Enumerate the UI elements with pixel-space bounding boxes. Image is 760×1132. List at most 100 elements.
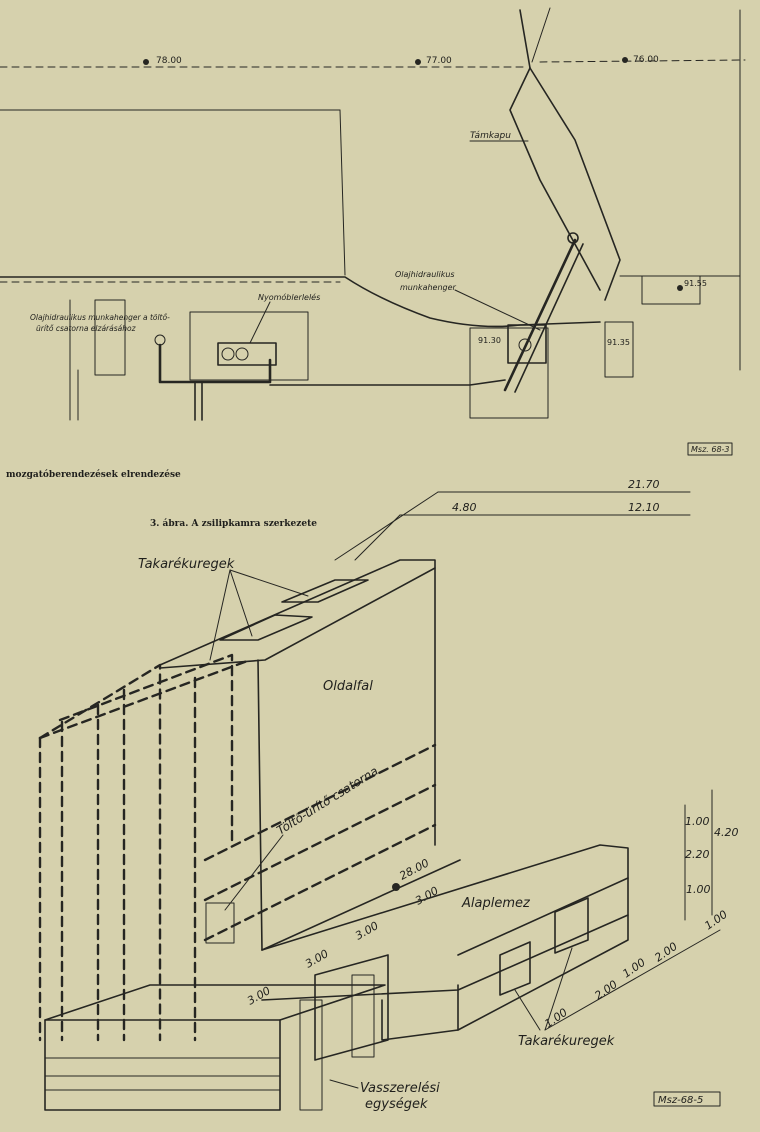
elev-2800: 28.00	[397, 856, 431, 882]
leader-vasszereles	[329, 1079, 359, 1089]
rebar-band-2	[44, 1089, 281, 1111]
base-slab-edge	[457, 877, 629, 956]
elev-right: 91.55	[684, 279, 707, 288]
hydraulic-cylinder-rod	[514, 243, 584, 393]
leader-takarek-b1	[514, 989, 541, 1031]
chamber-floor-contour	[0, 276, 601, 328]
extension-2	[354, 514, 401, 561]
panel-dial-1	[221, 347, 235, 361]
station-label-2: 77.00	[426, 56, 452, 66]
dim-floor-1: 3.00	[413, 884, 441, 908]
dim-right: 12.10	[628, 501, 660, 514]
wall-base	[261, 859, 461, 951]
label-channel-2: ürítő csatorna elzárásához	[36, 324, 137, 333]
cavity-top-1	[281, 579, 369, 603]
dim-left: 4.80	[452, 501, 477, 514]
label-cylinder-1: Olajhidraulikus	[395, 270, 455, 279]
dim-v-2: 2.20	[685, 848, 710, 861]
elev-right-marker	[677, 285, 683, 291]
pit-right	[641, 275, 701, 305]
dim-floor-4: 3.00	[245, 984, 273, 1008]
ref-bottom: Msz-68-5	[658, 1095, 703, 1106]
caption-1: mozgatóberendezések elrendezése	[6, 469, 181, 480]
channel-valve	[154, 334, 166, 346]
cavity-base-1	[499, 941, 531, 996]
pit-left	[469, 327, 549, 419]
ref-box-bottom	[653, 1091, 721, 1107]
station-marker-2	[415, 59, 421, 65]
hidden-wall-top	[38, 658, 252, 740]
base-slab-top	[261, 844, 629, 1001]
leader-cavity-2	[229, 569, 253, 637]
station-axis-right	[539, 59, 746, 63]
panel-dial-2	[235, 347, 249, 361]
dim-side-2: 2.00	[592, 978, 620, 1003]
pit-mid	[604, 321, 634, 378]
wall-crown	[159, 559, 436, 669]
oil-pipe-1	[158, 343, 272, 384]
chamber-end	[339, 109, 346, 276]
ref-top: Msz. 68-3	[691, 445, 730, 454]
hidden-channel-lower-1	[203, 783, 437, 902]
panel-leader	[249, 301, 271, 344]
station-marker-3	[622, 57, 628, 63]
lower-block-front	[44, 1019, 281, 1111]
cylinder-housing-pin	[518, 338, 532, 352]
oil-pipe-drop	[194, 381, 203, 421]
channel-section	[205, 902, 235, 944]
dim-v-total: 4.20	[714, 826, 739, 839]
cavity-base-2	[554, 897, 589, 954]
dim-v-3: 1.00	[686, 883, 711, 896]
label-takarek-bottom: Takarékuregek	[518, 1034, 615, 1049]
cylinder-housing	[507, 324, 547, 364]
label-channel-1: Olajhidraulikus munkahenger a töltő-	[30, 313, 170, 322]
label-panel: Nyomóblerlelés	[258, 292, 320, 302]
hydraulic-cylinder	[503, 238, 577, 392]
plan-drawing: 78.00 77.00 76.00 Támkapu Olajhidrauliku…	[0, 7, 746, 456]
control-panel	[217, 342, 277, 366]
ref-box-top	[687, 442, 733, 456]
rebar-column-1	[299, 999, 323, 1111]
leader-csatorna	[224, 834, 284, 911]
label-alaplemez: Alaplemez	[461, 896, 531, 911]
label-vasszereles-1: Vasszerelési	[360, 1081, 440, 1096]
leader-cavity-1	[229, 569, 309, 597]
dim-v-1: 1.00	[685, 815, 710, 828]
caption-2: 3. ábra. A zsilipkamra szerkezete	[150, 518, 317, 529]
gate-post	[519, 9, 531, 69]
elev-mid: 91.35	[607, 338, 630, 347]
rebar-column-2	[351, 974, 375, 1058]
base-slab-side	[457, 914, 629, 1031]
cylinder-pivot	[567, 232, 579, 244]
dim-side-1: 1.00	[542, 1006, 570, 1031]
gate-leaf-outer	[509, 67, 601, 291]
rebar-cage	[314, 954, 389, 1061]
dim-side-5: 1.00	[702, 908, 730, 933]
base-slab-front	[381, 984, 459, 1041]
label-csatorna: Töltő-ürítő csatorna	[274, 764, 380, 838]
gate-leaf-inner	[529, 67, 621, 301]
station-marker-1	[143, 59, 149, 65]
extension-1	[334, 491, 439, 561]
hidden-wall-1	[38, 663, 162, 1042]
wall-inner-edge	[257, 659, 263, 951]
leader-cavity-3	[209, 569, 231, 661]
channel-pier	[94, 299, 126, 376]
label-oldalfal: Oldalfal	[323, 679, 373, 694]
cylinder-leader	[454, 289, 541, 331]
lower-block-top	[44, 984, 386, 1021]
station-label-3: 76.00	[633, 55, 659, 65]
dim-top: 21.70	[628, 478, 660, 491]
cavity-top-2	[219, 614, 313, 641]
hidden-channel-lower-2	[203, 823, 437, 942]
oil-pipe-2	[269, 379, 506, 386]
hidden-channel-upper	[203, 743, 437, 862]
dim-side-3: 1.00	[620, 956, 648, 981]
label-takarek-top: Takarékuregek	[138, 557, 235, 572]
leader-takarek-b2	[544, 947, 573, 1031]
station-label-1: 78.00	[156, 56, 182, 66]
section-drawing: 21.70 4.80 12.10 Takarékuregek Oldalfal	[38, 478, 739, 1112]
dim-floor-3: 3.00	[303, 947, 331, 971]
